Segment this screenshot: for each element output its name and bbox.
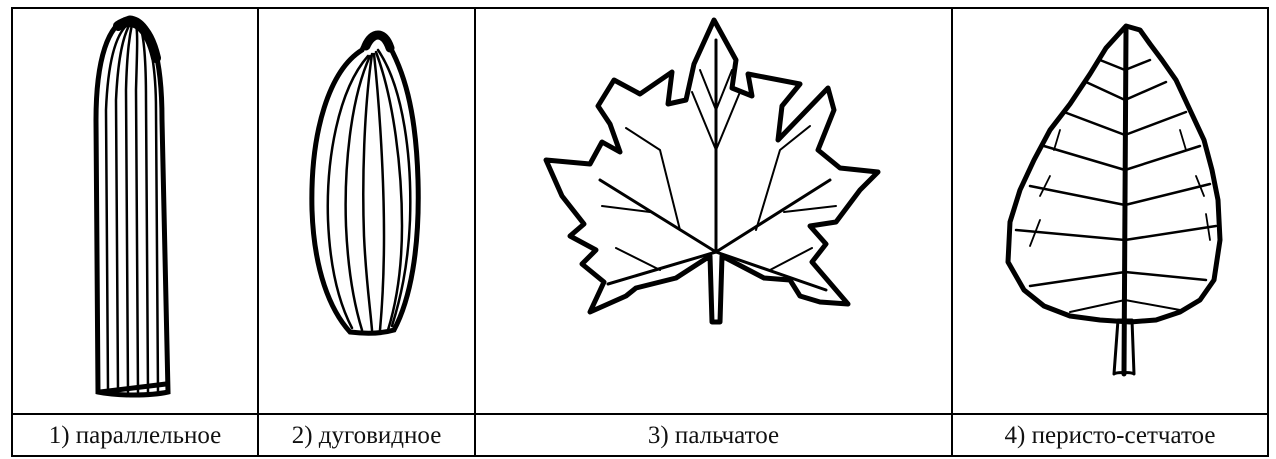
- label-arcuate: 2) дуговидное: [258, 416, 475, 456]
- parallel-leaf-illustration: [96, 18, 168, 395]
- label-parallel: 1) параллельное: [12, 416, 258, 456]
- label-palmate: 3) пальчатое: [475, 416, 952, 456]
- label-pinnate-reticulate: 4) перисто-сетчатое: [952, 416, 1268, 456]
- pinnate-reticulate-leaf-illustration: [1008, 26, 1220, 374]
- arcuate-leaf-illustration: [312, 35, 418, 333]
- palmate-leaf-illustration: [546, 20, 878, 322]
